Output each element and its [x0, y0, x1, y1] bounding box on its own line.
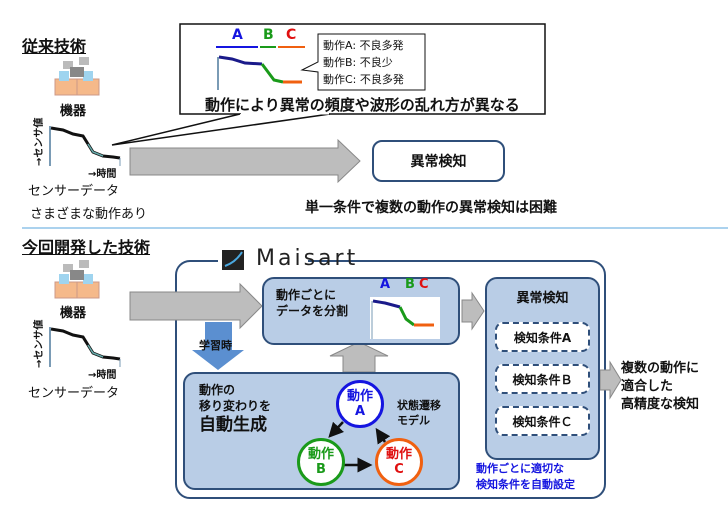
label-c: C: [419, 277, 429, 292]
anomaly-detect-box: 異常検知: [372, 140, 505, 182]
note-b: 動作B: 不良少: [323, 56, 393, 69]
sensor-axis-label: →センサ値: [34, 117, 45, 166]
arrow-right: [129, 138, 361, 184]
time-axis-label: →時間: [88, 169, 117, 180]
machine-icon: [54, 56, 100, 96]
maisart-brand: Maisart: [256, 246, 359, 271]
split-chart: [370, 297, 440, 339]
conventional-title: 従来技術: [22, 37, 87, 56]
label-b: B: [405, 277, 415, 292]
sensor-data-label: センサーデータ: [28, 184, 120, 199]
sensor-axis-label: →センサ値: [34, 319, 45, 368]
callout-chart: [216, 46, 305, 90]
machine-icon: [54, 259, 100, 299]
label-b: B: [263, 27, 274, 43]
state-label1: 状態遷移: [397, 399, 441, 412]
split-line2: データを分割: [276, 304, 349, 318]
notes: 動作A: 不良多発 動作B: 不良少 動作C: 不良多発: [323, 37, 404, 88]
sensor-data-label: センサーデータ: [28, 386, 120, 401]
time-axis-label: →時間: [88, 370, 117, 381]
label-c: C: [286, 27, 297, 43]
state-label2: モデル: [397, 414, 430, 427]
sensor-chart: [48, 325, 122, 369]
various-label: さまざまな動作あり: [30, 207, 148, 222]
device-label: 機器: [60, 104, 87, 119]
model-line3: 自動生成: [199, 415, 267, 435]
result-text: 複数の動作に適合した高精度な検知: [621, 361, 700, 412]
note-c: 動作C: 不良多発: [323, 73, 404, 86]
note-a: 動作A: 不良多発: [323, 39, 404, 52]
callout-caption: 動作により異常の頻度や波形の乱れ方が異なる: [205, 96, 520, 114]
sensor-chart: [48, 124, 122, 168]
condition-c: 検知条件Ｃ: [495, 406, 590, 436]
new-title: 今回開発した技術: [22, 238, 151, 257]
split-box: 動作ごとに データを分割 A B C: [262, 277, 460, 345]
model-line2: 移り変わりを: [199, 399, 272, 413]
device-label: 機器: [60, 306, 87, 321]
split-line1: 動作ごとに: [276, 288, 337, 302]
condition-a: 検知条件A: [495, 322, 590, 352]
label-a: A: [232, 27, 243, 43]
detect-note: 動作ごとに適切な検知条件を自動設定: [476, 462, 575, 491]
model-line1: 動作の: [199, 383, 236, 397]
label-a: A: [380, 277, 391, 292]
transition-arrows: [328, 421, 391, 473]
learning-label: 学習時: [199, 339, 232, 352]
condition-b: 検知条件Ｂ: [495, 364, 590, 394]
note-bubble: [300, 33, 426, 91]
detect-title: 異常検知: [516, 291, 569, 306]
difficulty-text: 単一条件で複数の動作の異常検知は困難: [305, 200, 557, 216]
